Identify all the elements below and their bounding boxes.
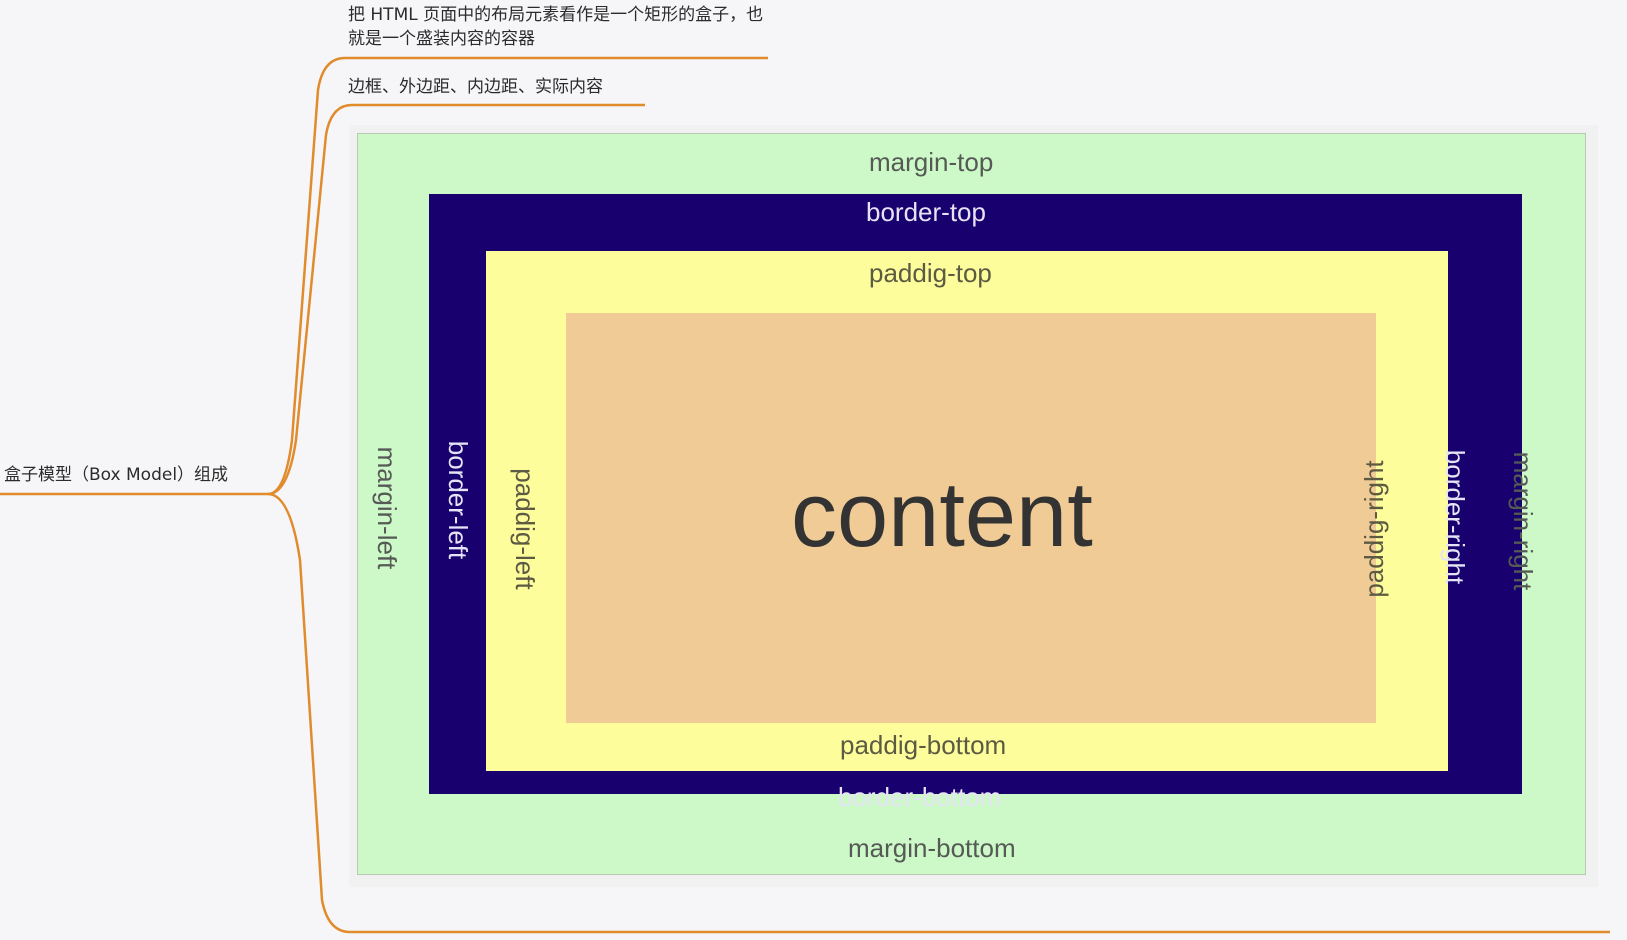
content-area bbox=[566, 313, 1376, 723]
branch-to-image bbox=[267, 492, 1610, 934]
branch-to-child-1 bbox=[267, 56, 768, 496]
box-model-image[interactable]: margin-top border-top paddig-top paddig-… bbox=[349, 125, 1598, 887]
padding-top-label: paddig-top bbox=[869, 258, 992, 288]
margin-left-label: margin-left bbox=[372, 446, 402, 570]
padding-bottom-label: paddig-bottom bbox=[840, 730, 1007, 760]
border-left-label: border-left bbox=[443, 440, 473, 560]
padding-right-label: paddig-right bbox=[1359, 460, 1389, 598]
border-bottom-label: border-bottom bbox=[838, 782, 1002, 812]
margin-right-label: margin-right bbox=[1508, 451, 1538, 591]
subtopic-box-definition[interactable]: 把 HTML 页面中的布局元素看作是一个矩形的盒子，也就是一个盛装内容的容器 bbox=[348, 5, 764, 49]
border-right-label: border-right bbox=[1440, 449, 1470, 585]
content-label: content bbox=[791, 464, 1093, 566]
branch-to-child-2 bbox=[267, 103, 645, 496]
subtopic-box-parts[interactable]: 边框、外边距、内边距、实际内容 bbox=[348, 77, 603, 97]
margin-top-label: margin-top bbox=[869, 147, 994, 177]
root-topic[interactable]: 盒子模型（Box Model）组成 bbox=[4, 465, 229, 485]
margin-bottom-label: margin-bottom bbox=[848, 833, 1016, 863]
border-top-label: border-top bbox=[866, 197, 986, 227]
padding-left-label: paddig-left bbox=[510, 468, 540, 590]
